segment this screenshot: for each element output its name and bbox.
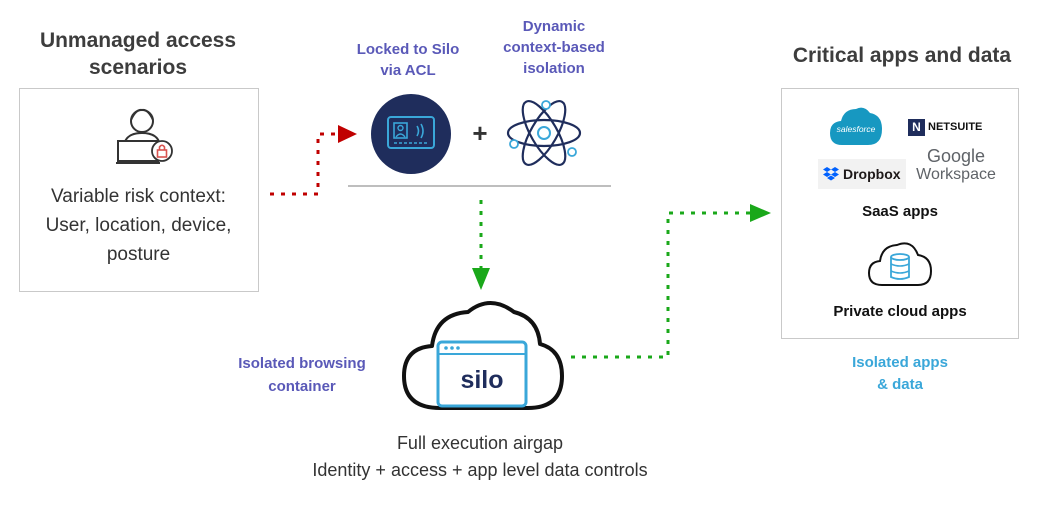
dynamic-isolation-label: Dynamic context-based isolation: [484, 16, 624, 79]
silo-cloud-icon: silo: [402, 301, 564, 410]
risk-line2: User, location, device,: [45, 215, 232, 236]
red-arrowhead: [338, 125, 357, 143]
risk-context-text: Variable risk context: User, location, d…: [20, 182, 257, 269]
isolated-browsing-line1: Isolated browsing: [238, 355, 366, 372]
green-down-arrowhead: [472, 268, 490, 290]
red-dotted-connector: [270, 132, 338, 196]
unmanaged-title-line1: Unmanaged access: [39, 29, 237, 52]
isolated-apps-line1: Isolated apps: [852, 354, 948, 371]
dyn-line3: isolation: [523, 60, 585, 77]
green-right-connector: [571, 211, 750, 359]
locked-to-silo-label: Locked to Silo via ACL: [343, 39, 473, 81]
saas-apps-label: SaaS apps: [862, 203, 938, 220]
footer-text: Full execution airgap Identity + access …: [250, 430, 710, 484]
netsuite-logo: N NETSUITE: [908, 116, 982, 138]
footer-line1: Full execution airgap: [396, 433, 564, 453]
atom-icon: [506, 100, 582, 166]
cloud-database-icon: [867, 242, 933, 286]
unmanaged-access-box: Variable risk context: User, location, d…: [19, 88, 259, 292]
workspace-text: Workspace: [916, 166, 996, 183]
unmanaged-access-title: Unmanaged access scenarios: [20, 27, 256, 81]
netsuite-text: NETSUITE: [928, 121, 983, 133]
netsuite-mark-icon: N: [908, 118, 925, 136]
isolated-browsing-label: Isolated browsing container: [224, 352, 380, 398]
acl-line2: via ACL: [380, 62, 436, 79]
id-card-icon: [371, 94, 451, 174]
salesforce-text: salesforce: [837, 124, 876, 134]
dyn-line1: Dynamic: [522, 18, 586, 35]
footer-line2: Identity + access + app level data contr…: [312, 460, 648, 480]
isolated-browsing-line2: container: [268, 378, 336, 395]
private-cloud-apps-label: Private cloud apps: [833, 303, 967, 320]
dropbox-logo: Dropbox: [818, 159, 906, 189]
risk-line3: posture: [106, 244, 171, 265]
google-text: Google: [926, 146, 986, 166]
dyn-line2: context-based: [503, 39, 605, 56]
silo-logo-text: silo: [460, 366, 503, 394]
acl-line1: Locked to Silo: [356, 41, 460, 58]
google-workspace-logo: Google Workspace: [908, 147, 1004, 184]
critical-apps-title: Critical apps and data: [792, 44, 1012, 67]
critical-apps-box: salesforce N NETSUITE Google Workspace D…: [781, 88, 1019, 339]
plus-sign: +: [472, 118, 488, 148]
dropbox-text: Dropbox: [843, 166, 901, 182]
user-laptop-lock-icon: [116, 108, 173, 164]
dropbox-icon: [823, 167, 839, 181]
salesforce-logo-icon: salesforce: [830, 107, 882, 145]
isolated-apps-line2: & data: [877, 376, 923, 393]
isolated-apps-label: Isolated apps & data: [820, 352, 980, 396]
green-right-arrowhead: [750, 204, 771, 222]
unmanaged-title-line2: scenarios: [88, 56, 188, 79]
risk-line1: Variable risk context:: [51, 186, 226, 207]
